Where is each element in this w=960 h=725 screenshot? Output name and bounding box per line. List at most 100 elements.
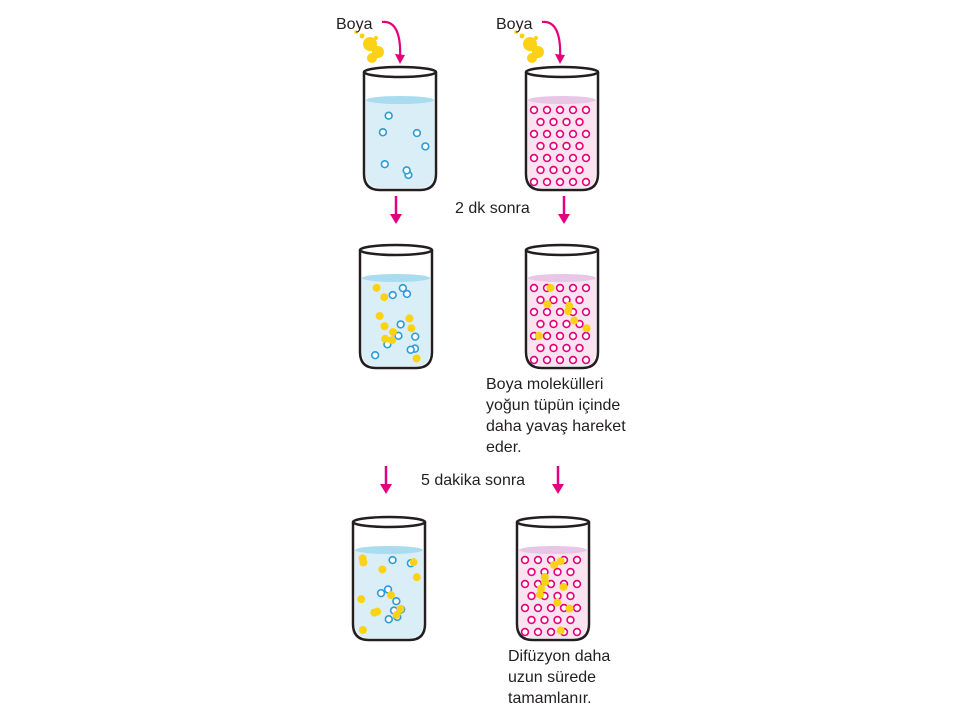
glass-rim xyxy=(351,515,427,529)
dye-molecule xyxy=(358,554,367,563)
dye-molecule xyxy=(565,604,574,613)
note-end-line: Difüzyon daha xyxy=(508,648,611,665)
glass-body xyxy=(515,522,591,642)
dense-molecule xyxy=(542,177,552,187)
dye-drop-left xyxy=(354,20,405,64)
dense-molecule xyxy=(555,105,565,115)
glass-body xyxy=(524,72,600,192)
pour-arrow xyxy=(381,20,402,61)
dense-molecule xyxy=(572,555,582,565)
pour-arrow xyxy=(541,20,562,61)
glass-body xyxy=(362,72,438,192)
dense-molecule xyxy=(549,343,558,353)
dense-molecule xyxy=(529,307,539,317)
dye-molecule xyxy=(392,610,401,619)
dye-molecule xyxy=(570,316,579,325)
dense-molecule xyxy=(540,615,549,625)
arrow-head xyxy=(380,484,392,494)
dye-molecule xyxy=(540,573,549,582)
liquid-surface xyxy=(362,274,430,282)
pour-arrow-head xyxy=(395,54,405,64)
note-dense-line: yoğun tüpün içinde xyxy=(486,397,621,414)
dye-blob xyxy=(374,36,378,40)
water-molecule xyxy=(392,597,401,606)
dense-molecule xyxy=(555,129,565,139)
dense-molecule xyxy=(527,615,536,625)
water-molecule xyxy=(384,615,393,624)
dye-blob xyxy=(367,53,377,63)
dye-molecule xyxy=(537,584,546,593)
dense-molecule xyxy=(542,153,552,163)
dye-molecule xyxy=(381,334,390,343)
glass-dense-5min xyxy=(515,515,591,642)
liquid-surface xyxy=(366,96,434,104)
dense-molecule xyxy=(572,627,582,637)
dense-molecule xyxy=(536,117,545,127)
dense-molecule xyxy=(555,331,565,341)
dense-molecule xyxy=(562,141,571,151)
dense-molecule xyxy=(562,343,571,353)
dense-molecule xyxy=(546,603,556,613)
dense-molecule xyxy=(575,343,584,353)
dye-blob xyxy=(363,37,377,51)
dye-drop-right xyxy=(514,20,565,64)
dense-molecule xyxy=(520,579,530,589)
dense-molecule xyxy=(581,283,591,293)
note-diffusion-end: Difüzyon daha uzun sürede tamamlanır. xyxy=(508,646,610,709)
dense-molecule xyxy=(520,627,530,637)
dense-molecule xyxy=(529,153,539,163)
dense-molecule xyxy=(575,165,584,175)
dye-molecule xyxy=(380,293,389,302)
water-molecule xyxy=(412,128,422,138)
glass-rim xyxy=(524,243,600,257)
dense-molecule xyxy=(575,295,584,305)
liquid-surface xyxy=(355,546,423,554)
liquid xyxy=(362,278,430,366)
glass-rim xyxy=(524,65,600,79)
glass-water-5min xyxy=(351,515,427,642)
dense-molecule xyxy=(546,627,556,637)
dense-molecule xyxy=(529,355,539,365)
dye-blob xyxy=(534,36,538,40)
dense-molecule xyxy=(555,355,565,365)
water-molecule xyxy=(402,166,411,175)
dye-molecule xyxy=(389,328,398,337)
dense-molecule xyxy=(566,615,575,625)
dye-blob xyxy=(354,30,358,34)
dense-molecule xyxy=(529,129,539,139)
dense-molecule xyxy=(568,129,578,139)
dense-molecule xyxy=(533,603,543,613)
water-molecule xyxy=(396,320,405,329)
dense-molecule xyxy=(575,117,584,127)
dye-molecule xyxy=(375,311,384,320)
dye-molecule xyxy=(358,626,367,635)
dense-molecule xyxy=(549,141,558,151)
note-dense-line: daha yavaş hareket xyxy=(486,418,626,435)
dense-molecule xyxy=(549,117,558,127)
arrow-head xyxy=(390,214,402,224)
dense-molecule xyxy=(520,555,530,565)
dense-molecule xyxy=(555,307,565,317)
dye-molecule xyxy=(372,283,381,292)
dense-molecule xyxy=(568,177,578,187)
arrow-down xyxy=(380,466,392,494)
dense-molecule xyxy=(542,355,552,365)
glass-dense-start xyxy=(524,65,600,192)
water-molecule xyxy=(398,283,408,293)
dye-molecule xyxy=(370,608,379,617)
dense-molecule xyxy=(581,105,591,115)
glass-water-start xyxy=(362,65,438,192)
dye-molecule xyxy=(550,560,559,569)
dye-blob xyxy=(527,53,537,63)
dense-molecule xyxy=(520,603,530,613)
dense-molecule xyxy=(568,283,578,293)
dye-molecule xyxy=(412,354,421,363)
dye-label-left: Boya xyxy=(336,16,373,33)
dye-molecule xyxy=(405,314,414,323)
dye-molecule xyxy=(534,331,543,340)
dense-molecule xyxy=(549,319,558,329)
dense-molecule xyxy=(581,177,591,187)
dense-molecule xyxy=(542,307,552,317)
dye-blob xyxy=(523,37,537,51)
